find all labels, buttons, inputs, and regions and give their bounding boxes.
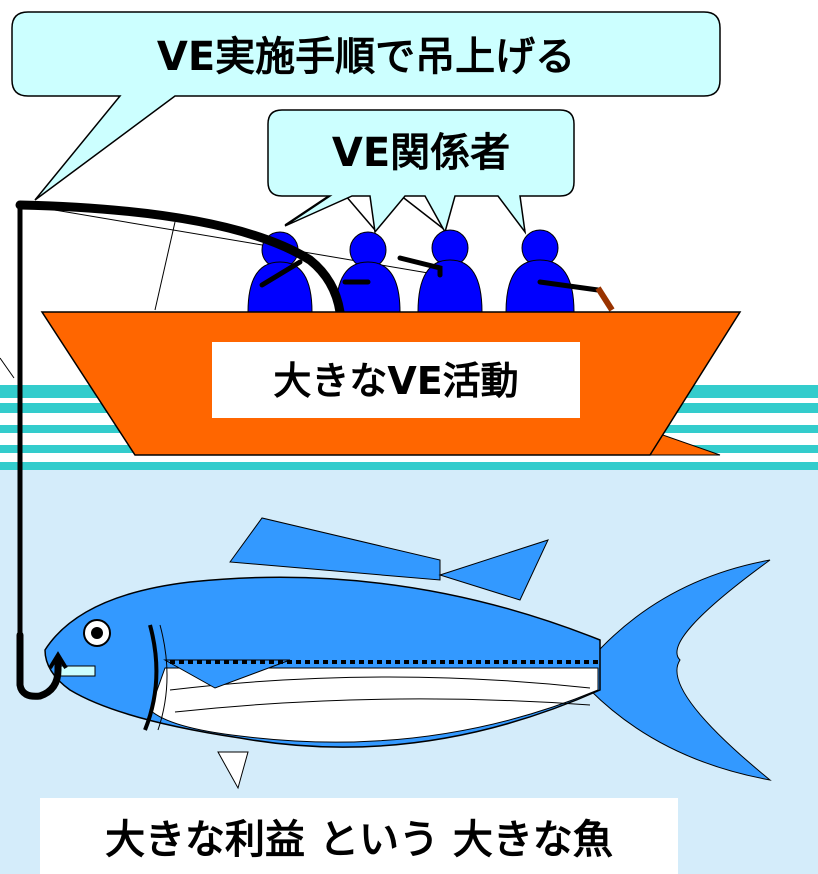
boat-label-box	[212, 342, 580, 418]
top-bubble-text: VE実施手順で吊上げる	[157, 34, 575, 80]
oar	[595, 286, 615, 312]
top-speech-bubble	[11, 11, 721, 201]
person-icon	[335, 231, 401, 313]
people-speech-bubble	[267, 109, 575, 235]
people-group	[247, 229, 575, 313]
people-bubble-text: VE関係者	[332, 130, 510, 176]
person-icon	[505, 229, 575, 313]
fishing-rod	[15, 200, 345, 317]
left-edge-mark	[0, 357, 15, 379]
boat-text: 大きなVE活動	[273, 359, 518, 403]
arms	[259, 255, 601, 293]
fish	[44, 517, 772, 790]
person-icon	[417, 229, 483, 313]
hook	[16, 631, 62, 700]
caption-box: 大きな利益 という 大きな魚	[40, 798, 678, 874]
caption-text: 大きな利益 という 大きな魚	[105, 817, 613, 863]
bubble-pointers	[284, 194, 526, 231]
hook-barb	[48, 651, 68, 670]
